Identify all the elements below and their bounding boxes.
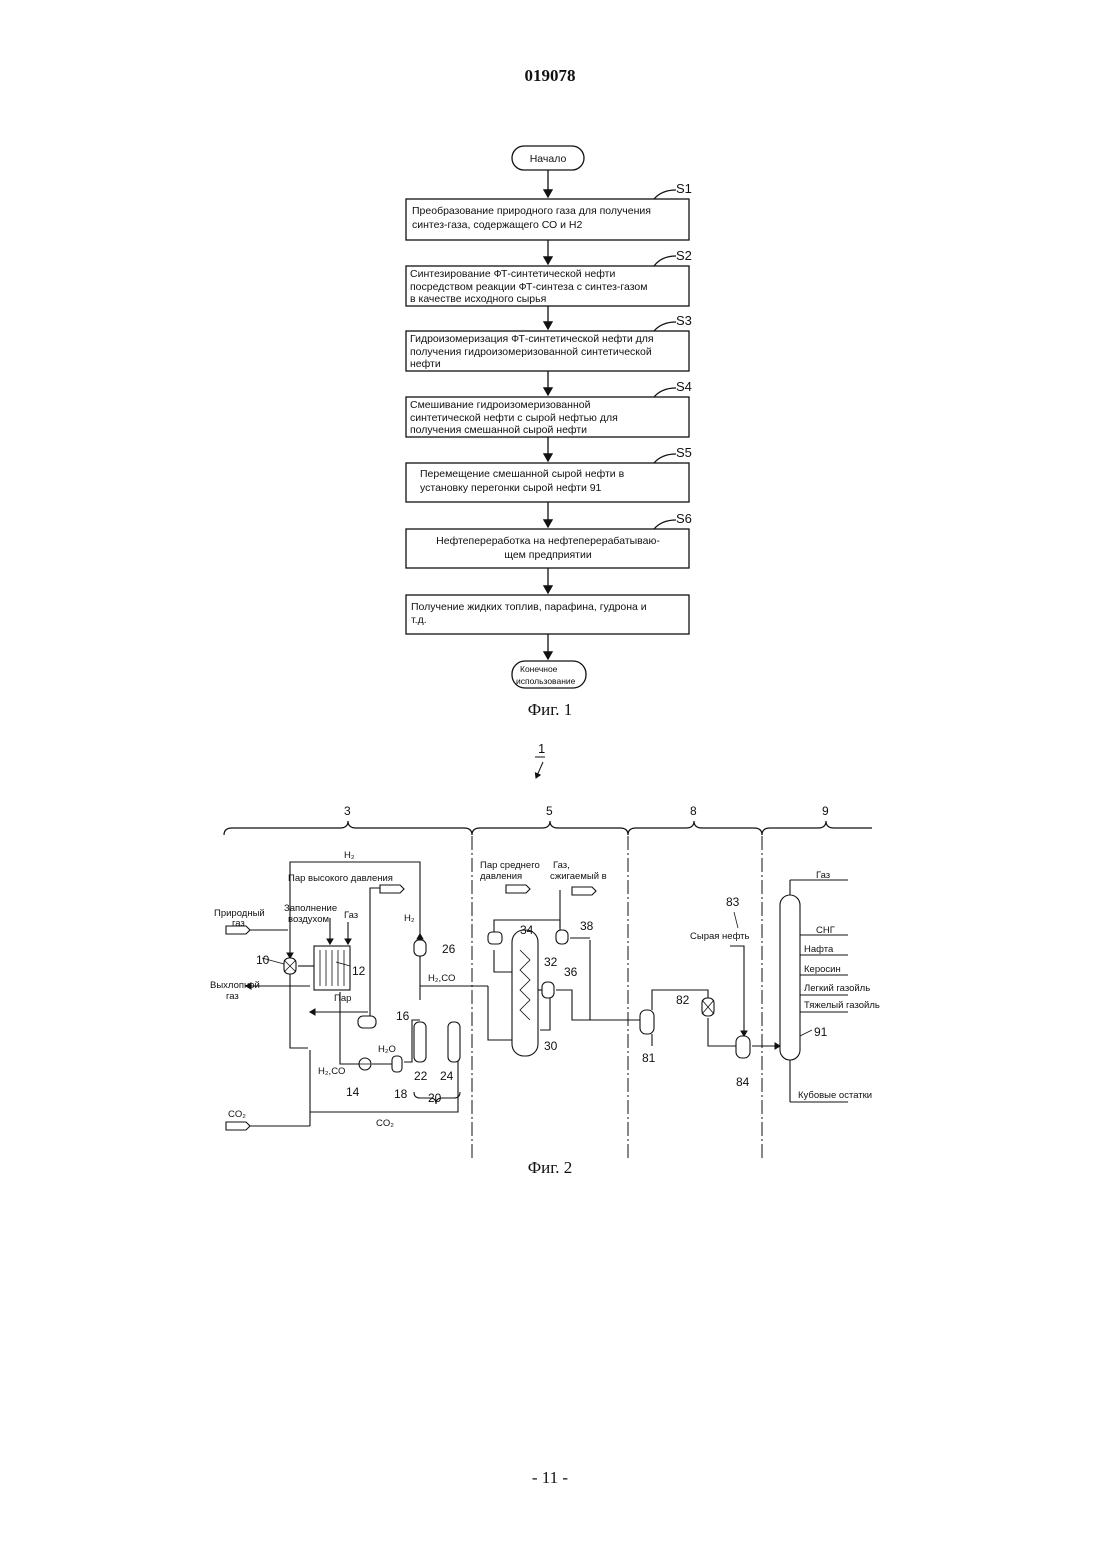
step-id-s3: S3 (676, 313, 692, 328)
num-20: 20 (428, 1091, 442, 1105)
num-84: 84 (736, 1075, 750, 1089)
num-12: 12 (352, 964, 366, 978)
num-83: 83 (726, 895, 740, 909)
label-out-kerosene: Керосин (804, 964, 841, 975)
label-out-light-gasoil: Легкий газойль (804, 983, 870, 994)
step-s2-line2: посредством реакции ФТ-синтеза с синтез-… (410, 281, 647, 293)
step-s1-line2: синтез-газа, содержащего СО и Н2 (412, 219, 582, 231)
step-id-s1: S1 (676, 181, 692, 196)
label-out-naphtha: Нафта (804, 944, 834, 955)
num-10: 10 (256, 953, 270, 967)
label-h2co-mid: H₂,CO (428, 973, 455, 984)
label-h2o: H₂O (378, 1044, 396, 1055)
label-out-heavy-gasoil: Тяжелый газойль (804, 1000, 880, 1011)
label-gas-burn-1: Газ, (553, 860, 570, 871)
figure-1-flowchart: Начало S1 S2 S3 S4 S5 S6 Преобразование … (0, 0, 1100, 700)
label-gas-burn-2: сжигаемый в (550, 871, 607, 882)
section-9-label: 9 (822, 804, 829, 818)
section-5-label: 5 (546, 804, 553, 818)
figure-2-process-diagram: 1 3 5 8 9 (0, 735, 1100, 1165)
num-91: 91 (814, 1025, 828, 1039)
num-24: 24 (440, 1069, 454, 1083)
label-h2-26: H₂ (404, 913, 415, 924)
start-label: Начало (530, 153, 567, 165)
page-number: - 11 - (0, 1468, 1100, 1488)
label-out-gas: Газ (816, 870, 830, 881)
label-exhaust-1: Выхлопной (210, 980, 260, 991)
label-out-lpg: СНГ (816, 925, 835, 936)
step-id-s4: S4 (676, 379, 692, 394)
step-s3-line2: получения гидроизомеризованной синтетиче… (410, 346, 652, 358)
figure-1-caption: Фиг. 1 (0, 700, 1100, 720)
step-id-s6: S6 (676, 511, 692, 526)
num-32: 32 (544, 955, 558, 969)
step-id-s5: S5 (676, 445, 692, 460)
figure-ref-number: 1 (538, 741, 545, 756)
step-id-s2: S2 (676, 248, 692, 263)
step-s5-line2: установку перегонки сырой нефти 91 (420, 482, 602, 494)
step-s4-line1: Смешивание гидроизомеризованной (410, 399, 591, 411)
step-s1-line1: Преобразование природного газа для получ… (412, 205, 651, 217)
num-16: 16 (396, 1009, 410, 1023)
num-81: 81 (642, 1051, 656, 1065)
step-s6-line2: щем предприятии (504, 549, 592, 561)
step-s4-line2: синтетической нефти с сырой нефтью для (410, 412, 618, 424)
num-18: 18 (394, 1087, 408, 1101)
label-h2-top: H₂ (344, 850, 355, 861)
label-steam: Пар (334, 993, 351, 1004)
section-8-label: 8 (690, 804, 697, 818)
label-bottoms: Кубовые остатки (798, 1090, 872, 1101)
label-steam-mid-2: давления (480, 871, 522, 882)
label-air-fill-1: Заполнение (284, 903, 337, 914)
step-s2-line1: Синтезирование ФТ-синтетической нефти (410, 268, 615, 280)
num-38: 38 (580, 919, 594, 933)
num-36: 36 (564, 965, 578, 979)
num-30: 30 (544, 1039, 558, 1053)
label-gas: Газ (344, 910, 358, 921)
end-label-line1: Конечное (520, 664, 558, 674)
num-82: 82 (676, 993, 690, 1007)
label-steam-mid-1: Пар среднего (480, 860, 540, 871)
num-22: 22 (414, 1069, 428, 1083)
step-final-line1: Получение жидких топлив, парафина, гудро… (411, 601, 647, 613)
section-3-label: 3 (344, 804, 351, 818)
step-s2-line3: в качестве исходного сырья (410, 293, 546, 305)
step-s5-line1: Перемещение смешанной сырой нефти в (420, 468, 625, 480)
num-34: 34 (520, 923, 534, 937)
label-air-fill-2: воздухом (288, 914, 329, 925)
label-steam-high: Пар высокого давления (288, 873, 393, 884)
step-s3-line1: Гидроизомеризация ФТ-синтетической нефти… (410, 333, 654, 345)
label-exhaust-2: газ (226, 991, 239, 1002)
label-co2-in: CO₂ (228, 1109, 246, 1120)
num-26: 26 (442, 942, 456, 956)
label-natural-gas-2: газ (232, 918, 245, 929)
figure-2-caption: Фиг. 2 (0, 1158, 1100, 1178)
label-crude-oil: Сырая нефть (690, 931, 750, 942)
label-co2-line: CO₂ (376, 1118, 394, 1129)
step-s6-line1: Нефтепереработка на нефтеперерабатываю- (436, 535, 660, 547)
step-final-line2: т.д. (411, 614, 427, 626)
step-s3-line3: нефти (410, 358, 441, 370)
num-14: 14 (346, 1085, 360, 1099)
end-label-line2: использование (516, 676, 576, 686)
step-s4-line3: получения смешанной сырой нефти (410, 424, 587, 436)
label-h2co-low: H₂,CO (318, 1066, 345, 1077)
